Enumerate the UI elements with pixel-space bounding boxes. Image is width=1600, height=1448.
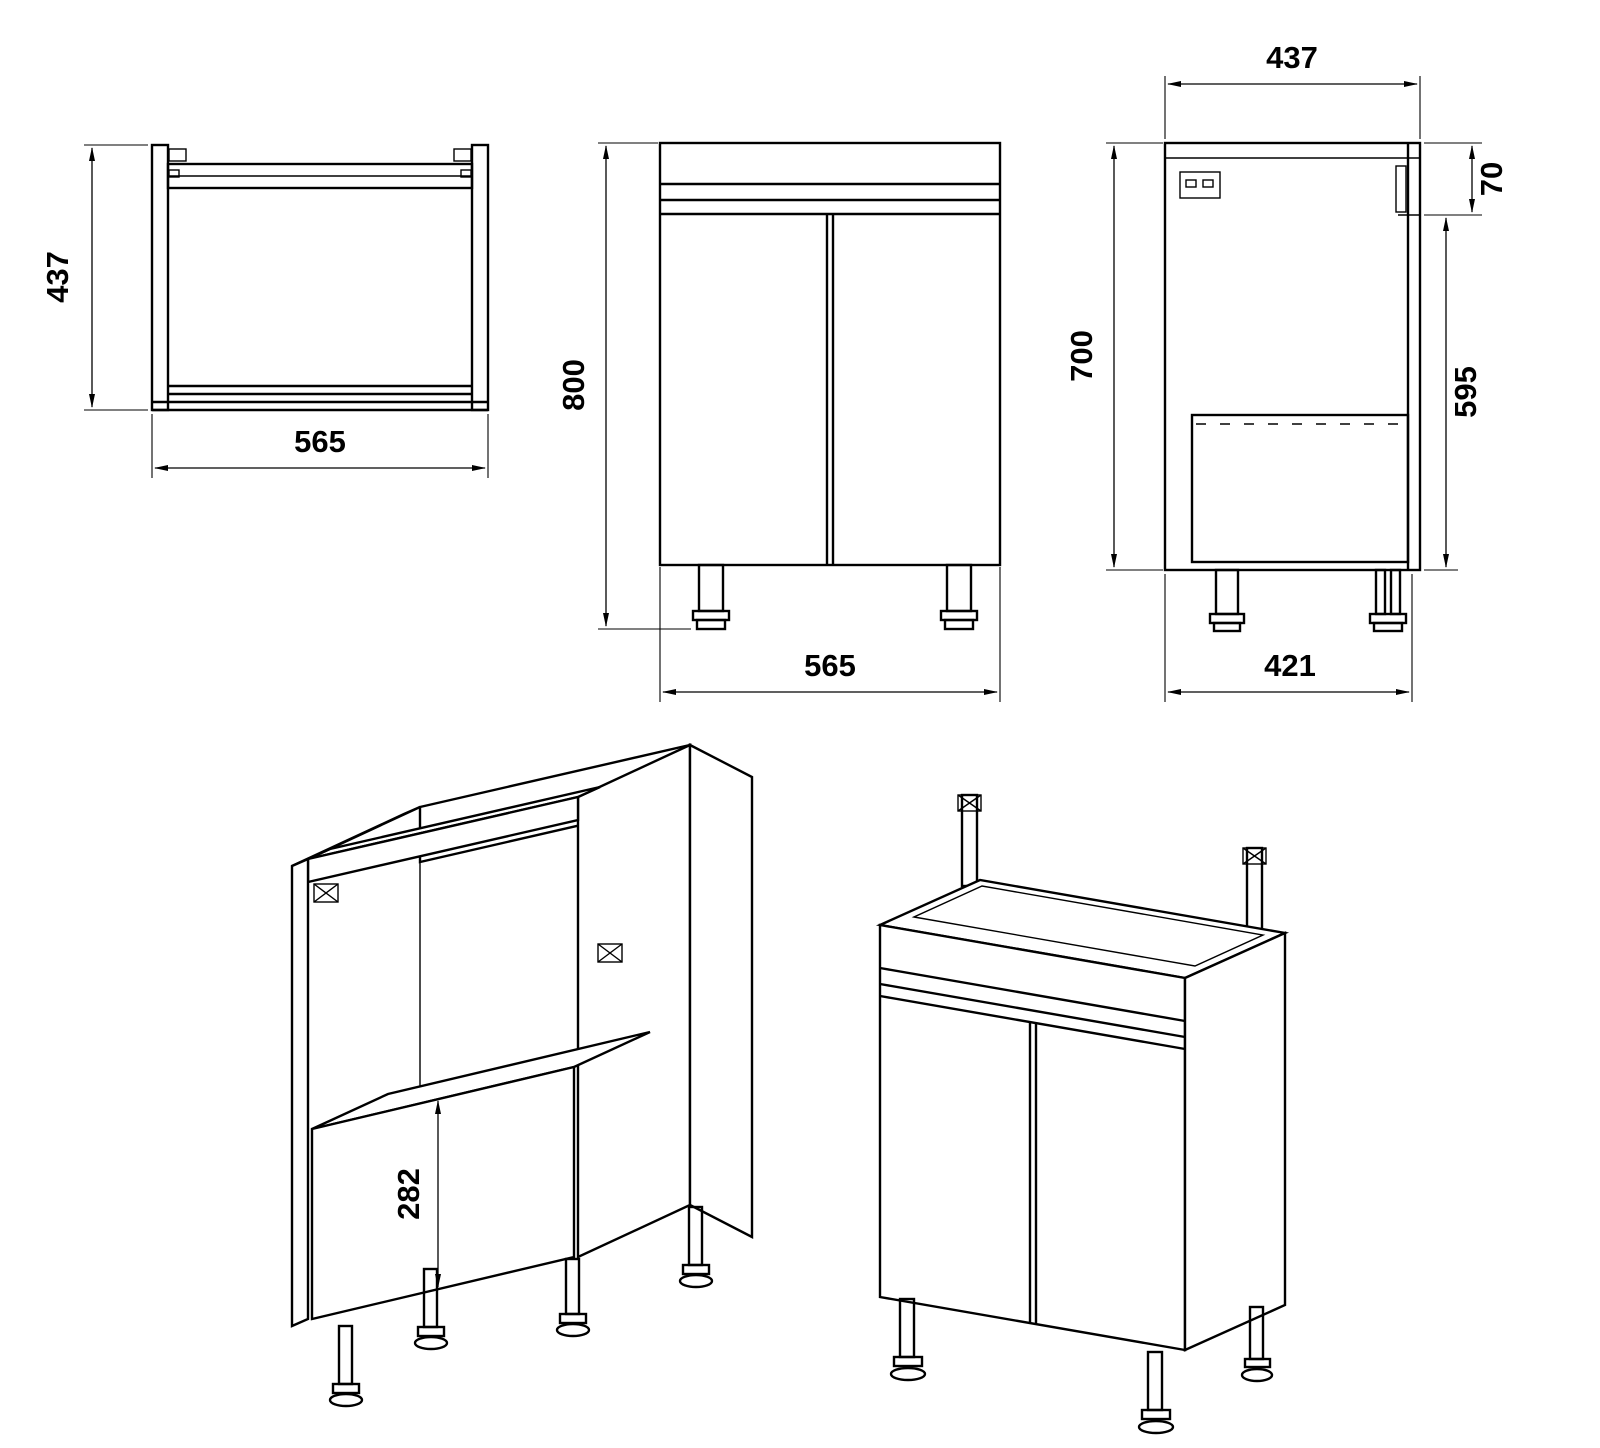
dim-top-width: 565: [151, 414, 489, 478]
right-side-face: [1183, 931, 1287, 1352]
front-left-leg: [691, 563, 731, 631]
top-view-cabinet: [150, 143, 490, 412]
right-side-panel-inner: [576, 743, 692, 1259]
hinge-plate-right: [597, 943, 623, 963]
hinge-plate-left: [313, 883, 339, 903]
open-door: [688, 743, 754, 1239]
iso-front-legs: [889, 1297, 1274, 1435]
top-view: 437 565: [40, 143, 490, 478]
dim-label-side-height: 700: [1064, 330, 1099, 382]
left-side-panel: [150, 143, 170, 412]
dim-front-height: 800: [556, 142, 691, 630]
iso-back-view: 282: [290, 743, 754, 1408]
inner-drawer-box: [1190, 413, 1410, 564]
dim-label-side-base: 421: [1264, 648, 1316, 683]
front-face: [878, 923, 1187, 1352]
front-right-leg: [939, 563, 979, 631]
right-side-panel: [470, 143, 490, 412]
side-view-cabinet: [1163, 141, 1422, 633]
iso-front-view: [875, 793, 1290, 1435]
dim-label-front-width: 565: [804, 648, 856, 683]
front-view: 800 565: [556, 141, 1002, 702]
side-back-legs: [1368, 568, 1408, 633]
dim-side-rail: 70: [1424, 142, 1509, 216]
rear-mount-post-left: [957, 793, 982, 888]
top-rail-line: [879, 966, 1186, 1023]
left-hinge-plate: [168, 148, 187, 162]
cabinet-body: [1163, 141, 1422, 572]
dim-drawer-height: 282: [391, 1100, 441, 1288]
dim-label-top-width: 565: [294, 424, 346, 459]
dim-front-width: 565: [659, 567, 1001, 702]
dim-label-top-depth: 437: [40, 251, 75, 303]
dim-label-side-rail: 70: [1474, 162, 1509, 196]
cabinet-body: [658, 141, 1002, 567]
dim-side-base: 421: [1164, 574, 1413, 702]
dim-side-lower: 595: [1424, 217, 1483, 571]
hinge-bracket: [1395, 165, 1407, 213]
wall-mount-plate: [1179, 171, 1221, 199]
side-front-leg: [1208, 568, 1246, 633]
front-view-cabinet: [658, 141, 1002, 631]
groove-line-lower: [879, 994, 1186, 1051]
dim-side-height: 700: [1064, 142, 1163, 571]
dim-label-side-lower: 595: [1448, 366, 1483, 418]
iso-back-legs: [328, 1205, 714, 1408]
dim-label-drawer-height: 282: [391, 1168, 426, 1220]
groove-line-upper: [879, 982, 1186, 1039]
dim-label-front-height: 800: [556, 359, 591, 411]
right-hinge-plate: [453, 148, 472, 162]
dim-label-side-depth: 437: [1266, 40, 1318, 75]
dim-top-depth: 437: [40, 144, 148, 411]
top-opening: [911, 885, 1266, 967]
left-side-panel-edge: [290, 857, 310, 1328]
dim-side-depth: 437: [1164, 40, 1421, 139]
drawer-back-face: [310, 1065, 576, 1321]
side-view: 437 70 700 595 421: [1064, 40, 1509, 702]
